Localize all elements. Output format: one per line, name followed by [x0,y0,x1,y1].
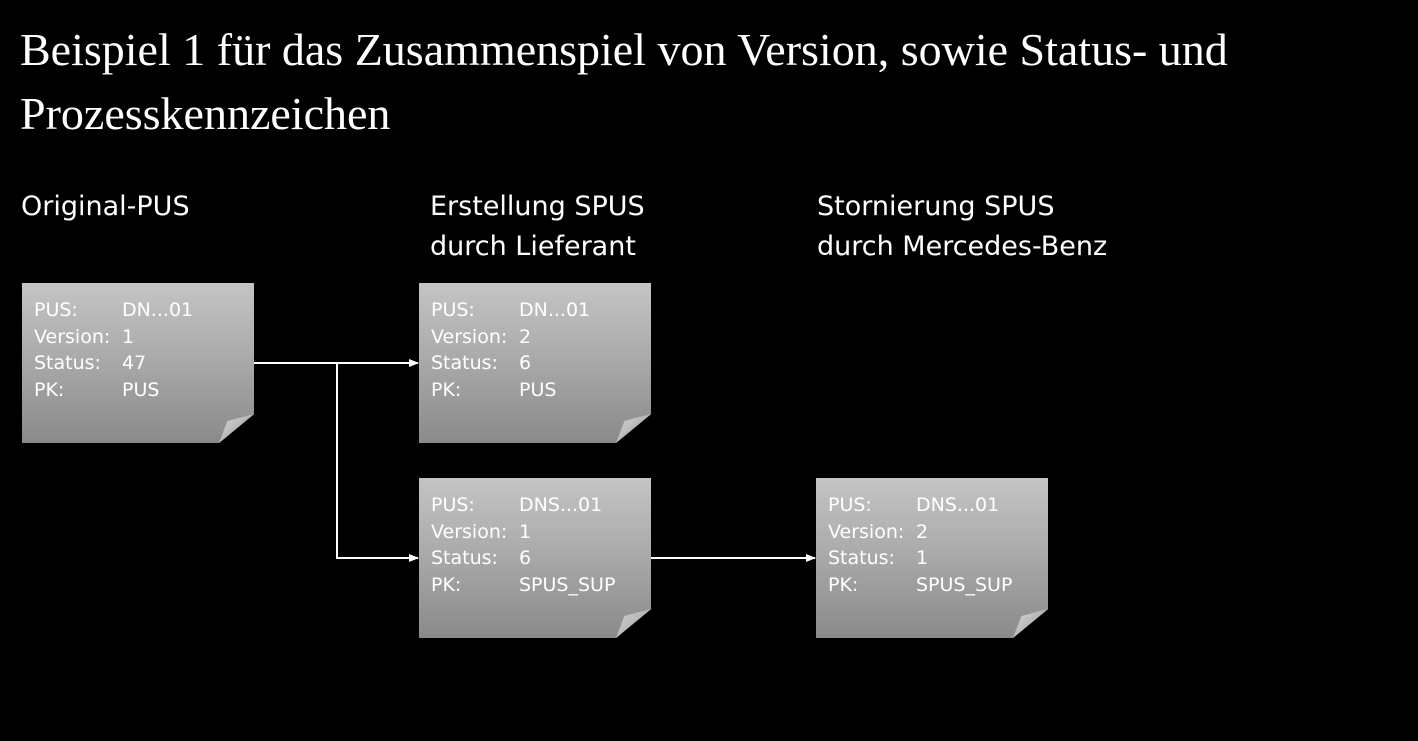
slide-title: Beispiel 1 für das Zusammenspiel von Ver… [20,24,1228,139]
column-heading-line: durch Mercedes-Benz [817,231,1108,262]
column-heading-line: durch Lieferant [430,231,636,262]
note-fold-corner [219,414,254,443]
note-row-status: Status: 6 [431,350,651,377]
note-key: Version: [431,325,508,348]
note-key: Status: [34,352,101,374]
note-row-pk: PK: PUS [431,377,651,404]
note-row-pus: PUS: DN...01 [34,297,254,324]
note-key: PUS: [34,299,78,321]
note-key: PK: [431,378,462,401]
note-row-version: Version: 1 [431,519,651,546]
note-value: DNS...01 [916,494,1000,516]
column-heading-original-pus: Original-PUS [21,187,190,227]
note-spus-version-2: PUS: DNS...01 Version: 2 Status: 1 PK: S… [816,478,1048,638]
column-heading-line: Erstellung SPUS [430,191,645,222]
note-row-pk: PK: SPUS_SUP [431,572,651,599]
note-value: PUS [519,378,557,401]
note-value: PUS [122,378,160,401]
note-row-version: Version: 2 [431,324,651,351]
note-key: Status: [431,547,498,569]
note-value: 1 [519,520,532,543]
note-key: Status: [828,547,895,569]
note-row-status: Status: 47 [34,350,254,377]
note-value: 1 [916,547,929,569]
note-fold-corner [1013,609,1048,638]
note-key: PUS: [431,299,475,321]
note-value: 1 [122,325,135,348]
note-key: PUS: [828,494,872,516]
note-row-pus: PUS: DNS...01 [828,492,1048,519]
note-value: SPUS_SUP [519,573,616,596]
note-key: PK: [431,573,462,596]
column-heading-erstellung-spus: Erstellung SPUS durch Lieferant [430,187,645,267]
note-key: PK: [828,573,859,596]
note-row-version: Version: 1 [34,324,254,351]
note-key: Version: [431,520,508,543]
note-row-status: Status: 1 [828,545,1048,572]
note-key: PUS: [431,494,475,516]
note-value: DN...01 [519,299,591,321]
column-heading-line: Original-PUS [21,191,190,222]
note-value: 2 [519,325,532,348]
note-row-pus: PUS: DNS...01 [431,492,651,519]
column-heading-stornierung-spus: Stornierung SPUS durch Mercedes-Benz [817,187,1107,267]
note-fold-corner [616,414,651,443]
note-key: Version: [34,325,111,348]
column-heading-line: Stornierung SPUS [817,191,1055,222]
note-row-status: Status: 6 [431,545,651,572]
note-value: 6 [519,352,532,374]
note-row-version: Version: 2 [828,519,1048,546]
note-value: DN...01 [122,299,194,321]
note-value: DNS...01 [519,494,603,516]
note-row-pus: PUS: DN...01 [431,297,651,324]
note-fold-corner [616,609,651,638]
note-row-pk: PK: PUS [34,377,254,404]
note-key: PK: [34,378,65,401]
note-row-pk: PK: SPUS_SUP [828,572,1048,599]
note-pus-version-2: PUS: DN...01 Version: 2 Status: 6 PK: PU… [419,283,651,443]
note-value: 47 [122,352,147,374]
note-key: Status: [431,352,498,374]
note-spus-version-1: PUS: DNS...01 Version: 1 Status: 6 PK: S… [419,478,651,638]
note-original-pus: PUS: DN...01 Version: 1 Status: 47 PK: P… [22,283,254,443]
note-value: 6 [519,547,532,569]
note-key: Version: [828,520,905,543]
note-value: SPUS_SUP [916,573,1013,596]
arrow-original-to-spus [336,363,419,562]
note-value: 2 [916,520,929,543]
